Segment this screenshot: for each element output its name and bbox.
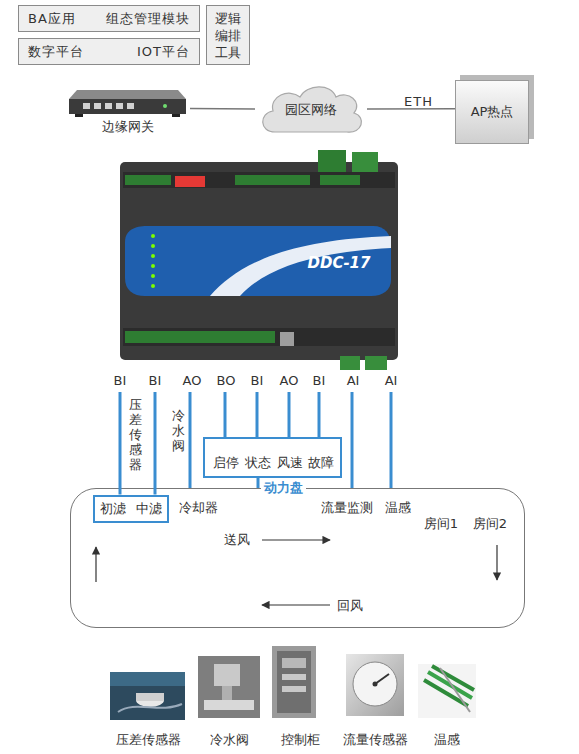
- edge-label: 压差传感器: [129, 397, 144, 472]
- gateway-part: [75, 114, 83, 117]
- signal-wire: [367, 108, 455, 110]
- node-text: 园区网络: [255, 101, 367, 119]
- tool-box: 逻辑编排工具: [206, 5, 250, 65]
- signal-wire: [189, 392, 192, 488]
- signal-wire: [154, 392, 157, 495]
- ddc-part: [352, 152, 378, 174]
- component-label: 回风: [305, 597, 395, 615]
- signal-wire: [119, 392, 122, 495]
- node-text: 边缘网关: [65, 118, 190, 136]
- signal-wire: [257, 478, 260, 488]
- node-text: AP热点: [471, 103, 514, 121]
- ddc-part: [151, 274, 155, 278]
- ddc-part: [210, 236, 391, 296]
- ddc-part: [151, 284, 155, 288]
- platform-box: 数字平台 IOT平台: [18, 38, 200, 65]
- supply-air-arrow: [262, 539, 330, 540]
- ddc-controller: DDC-17: [115, 150, 405, 392]
- gateway-part: [172, 114, 180, 117]
- ddc-part: [280, 332, 294, 346]
- temperature-sensor-photo: [418, 664, 476, 718]
- pressure-sensor-photo: [110, 672, 185, 720]
- ddc-part: [365, 356, 387, 370]
- component-label: 冷却器: [153, 499, 243, 517]
- signal-name: AI: [308, 373, 398, 388]
- ddc-part: [123, 328, 395, 346]
- ddc-part: [125, 226, 391, 296]
- gateway-part: [83, 103, 90, 109]
- network-cloud: 园区网络: [255, 80, 367, 138]
- signal-wire: [390, 392, 393, 488]
- signal-group-box: 启停状态风速故障: [203, 437, 342, 478]
- node-text: 初滤: [100, 500, 126, 518]
- photo-caption: 冷水阀: [184, 731, 274, 749]
- signal-wire: [318, 392, 321, 437]
- signal-name: AI: [346, 373, 436, 388]
- ddc-part: [123, 172, 395, 188]
- ap-hotspot-box: AP热点: [455, 80, 529, 144]
- ddc-part: [125, 331, 275, 343]
- photo-caption: 流量传感器: [330, 731, 420, 749]
- edge-label: ETH: [404, 94, 433, 109]
- flow-sensor-photo: [346, 654, 404, 716]
- water-valve-photo: [198, 656, 260, 718]
- signal-wire: [224, 392, 227, 437]
- edge-gateway: 边缘网关: [65, 84, 190, 136]
- component-label: 房间2: [445, 515, 535, 533]
- return-down-arrow: [496, 545, 497, 580]
- ddc-part: [151, 264, 155, 268]
- photo-caption: 温感: [402, 731, 492, 749]
- node-text: DDC-17: [297, 254, 381, 272]
- ddc-part: [318, 150, 346, 174]
- ddc-part: [340, 356, 360, 370]
- node-text: 风速: [273, 454, 307, 472]
- gateway-part: [127, 103, 134, 109]
- node-text: 故障: [304, 454, 338, 472]
- ddc-part: [125, 175, 171, 185]
- control-cabinet-photo: [272, 646, 316, 718]
- component-label: 送风: [192, 531, 282, 549]
- return-air-arrow: [262, 604, 330, 605]
- node-text: 逻辑编排工具: [214, 10, 242, 61]
- app-box: BA应用 组态管理模块: [18, 5, 200, 32]
- component-label: 房间1: [396, 515, 486, 533]
- photo-caption: 压差传感器: [103, 731, 193, 749]
- ddc-part: [320, 175, 360, 185]
- gateway-part: [69, 99, 186, 114]
- component-label: 温感: [353, 499, 443, 517]
- node-text: BA应用: [28, 10, 76, 28]
- ddc-part: [151, 244, 155, 248]
- node-text: 数字平台: [28, 43, 84, 61]
- signal-wire: [351, 392, 354, 488]
- photo-caption: 控制柜: [255, 731, 345, 749]
- ddc-part: [151, 254, 155, 258]
- edge-label: 冷水阀: [172, 408, 187, 453]
- node-text: IOT平台: [137, 43, 190, 61]
- component-label: 流量监测: [302, 499, 392, 517]
- node-text: 动力盘: [261, 479, 306, 497]
- signal-wire: [288, 392, 291, 437]
- gateway-part: [69, 90, 186, 99]
- gateway-part: [116, 103, 123, 109]
- ddc-part: [235, 175, 310, 185]
- signal-wire: [190, 108, 255, 110]
- node-text: 状态: [241, 454, 275, 472]
- filter-box: 初滤中滤: [93, 495, 169, 523]
- node-text: 组态管理模块: [106, 10, 190, 28]
- ddc-part: [151, 234, 155, 238]
- node-text: 启停: [209, 454, 243, 472]
- gateway-part: [105, 103, 112, 109]
- ddc-part: [175, 176, 205, 187]
- signal-wire: [256, 392, 259, 437]
- gateway-part: [163, 104, 167, 108]
- gateway-part: [94, 103, 101, 109]
- ddc-part: [120, 162, 398, 360]
- air-handler-loop: 动力盘初滤中滤: [70, 488, 525, 628]
- return-up-arrow: [95, 547, 96, 582]
- node-text: 中滤: [136, 500, 162, 518]
